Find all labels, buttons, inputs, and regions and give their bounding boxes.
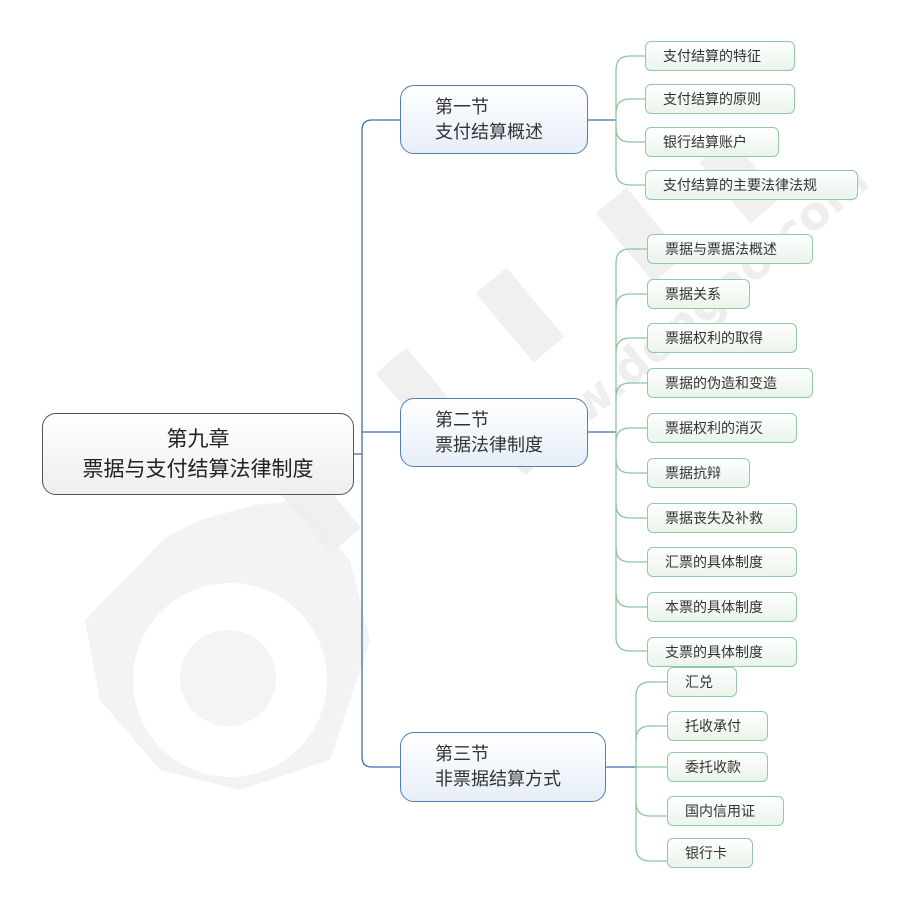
leaf-node[interactable]: 支付结算的主要法律法规 (645, 170, 858, 200)
leaf-label: 托收承付 (685, 719, 741, 735)
leaf-node[interactable]: 委托收款 (667, 752, 768, 782)
leaf-node[interactable]: 支付结算的特征 (645, 41, 795, 71)
leaf-label: 委托收款 (685, 760, 741, 776)
leaf-label: 票据权利的取得 (665, 331, 763, 347)
leaf-label: 支付结算的特征 (663, 49, 761, 65)
root-chapter: 第九章 (166, 427, 230, 451)
leaf-node[interactable]: 银行卡 (667, 838, 753, 868)
leaf-label: 汇兑 (685, 675, 713, 691)
section-number: 第一节 (435, 96, 489, 118)
leaf-node[interactable]: 票据抗辩 (647, 458, 750, 488)
leaf-label: 银行卡 (685, 846, 727, 862)
leaf-node[interactable]: 票据权利的消灭 (647, 413, 797, 443)
section-number: 第二节 (435, 409, 489, 431)
leaf-label: 汇票的具体制度 (665, 555, 763, 571)
leaf-node[interactable]: 汇兑 (667, 667, 737, 697)
leaf-label: 支票的具体制度 (665, 645, 763, 661)
leaf-node[interactable]: 本票的具体制度 (647, 592, 797, 622)
leaf-node[interactable]: 汇票的具体制度 (647, 547, 797, 577)
leaf-label: 票据抗辩 (665, 466, 721, 482)
leaf-label: 票据权利的消灭 (665, 421, 763, 437)
leaf-label: 票据关系 (665, 287, 721, 303)
leaf-label: 票据的伪造和变造 (665, 376, 777, 392)
leaf-node[interactable]: 票据丧失及补救 (647, 503, 797, 533)
leaf-node[interactable]: 票据关系 (647, 279, 750, 309)
section-number: 第三节 (435, 744, 489, 765)
leaf-label: 国内信用证 (685, 804, 755, 820)
root-title: 票据与支付结算法律制度 (82, 457, 314, 481)
leaf-node[interactable]: 托收承付 (667, 711, 768, 741)
leaf-label: 票据丧失及补救 (665, 511, 763, 527)
leaf-node[interactable]: 支票的具体制度 (647, 637, 797, 667)
leaf-node[interactable]: 银行结算账户 (645, 127, 779, 157)
root-node[interactable]: 第九章 票据与支付结算法律制度 (42, 413, 354, 495)
leaf-label: 支付结算的原则 (663, 92, 761, 108)
leaf-label: 银行结算账户 (663, 135, 747, 151)
section-node-3[interactable]: 第三节 非票据结算方式 (400, 732, 606, 802)
section-title: 票据法律制度 (435, 434, 543, 456)
leaf-node[interactable]: 国内信用证 (667, 796, 784, 826)
leaf-node[interactable]: 支付结算的原则 (645, 84, 795, 114)
leaf-label: 支付结算的主要法律法规 (663, 178, 817, 194)
leaf-node[interactable]: 票据权利的取得 (647, 323, 797, 353)
section-title: 非票据结算方式 (435, 769, 561, 790)
leaf-label: 本票的具体制度 (665, 600, 763, 616)
leaf-label: 票据与票据法概述 (665, 242, 777, 258)
leaf-node[interactable]: 票据的伪造和变造 (647, 368, 813, 398)
section-node-1[interactable]: 第一节 支付结算概述 (400, 85, 588, 154)
leaf-node[interactable]: 票据与票据法概述 (647, 234, 813, 264)
section-node-2[interactable]: 第二节 票据法律制度 (400, 398, 588, 467)
section-title: 支付结算概述 (435, 121, 543, 143)
